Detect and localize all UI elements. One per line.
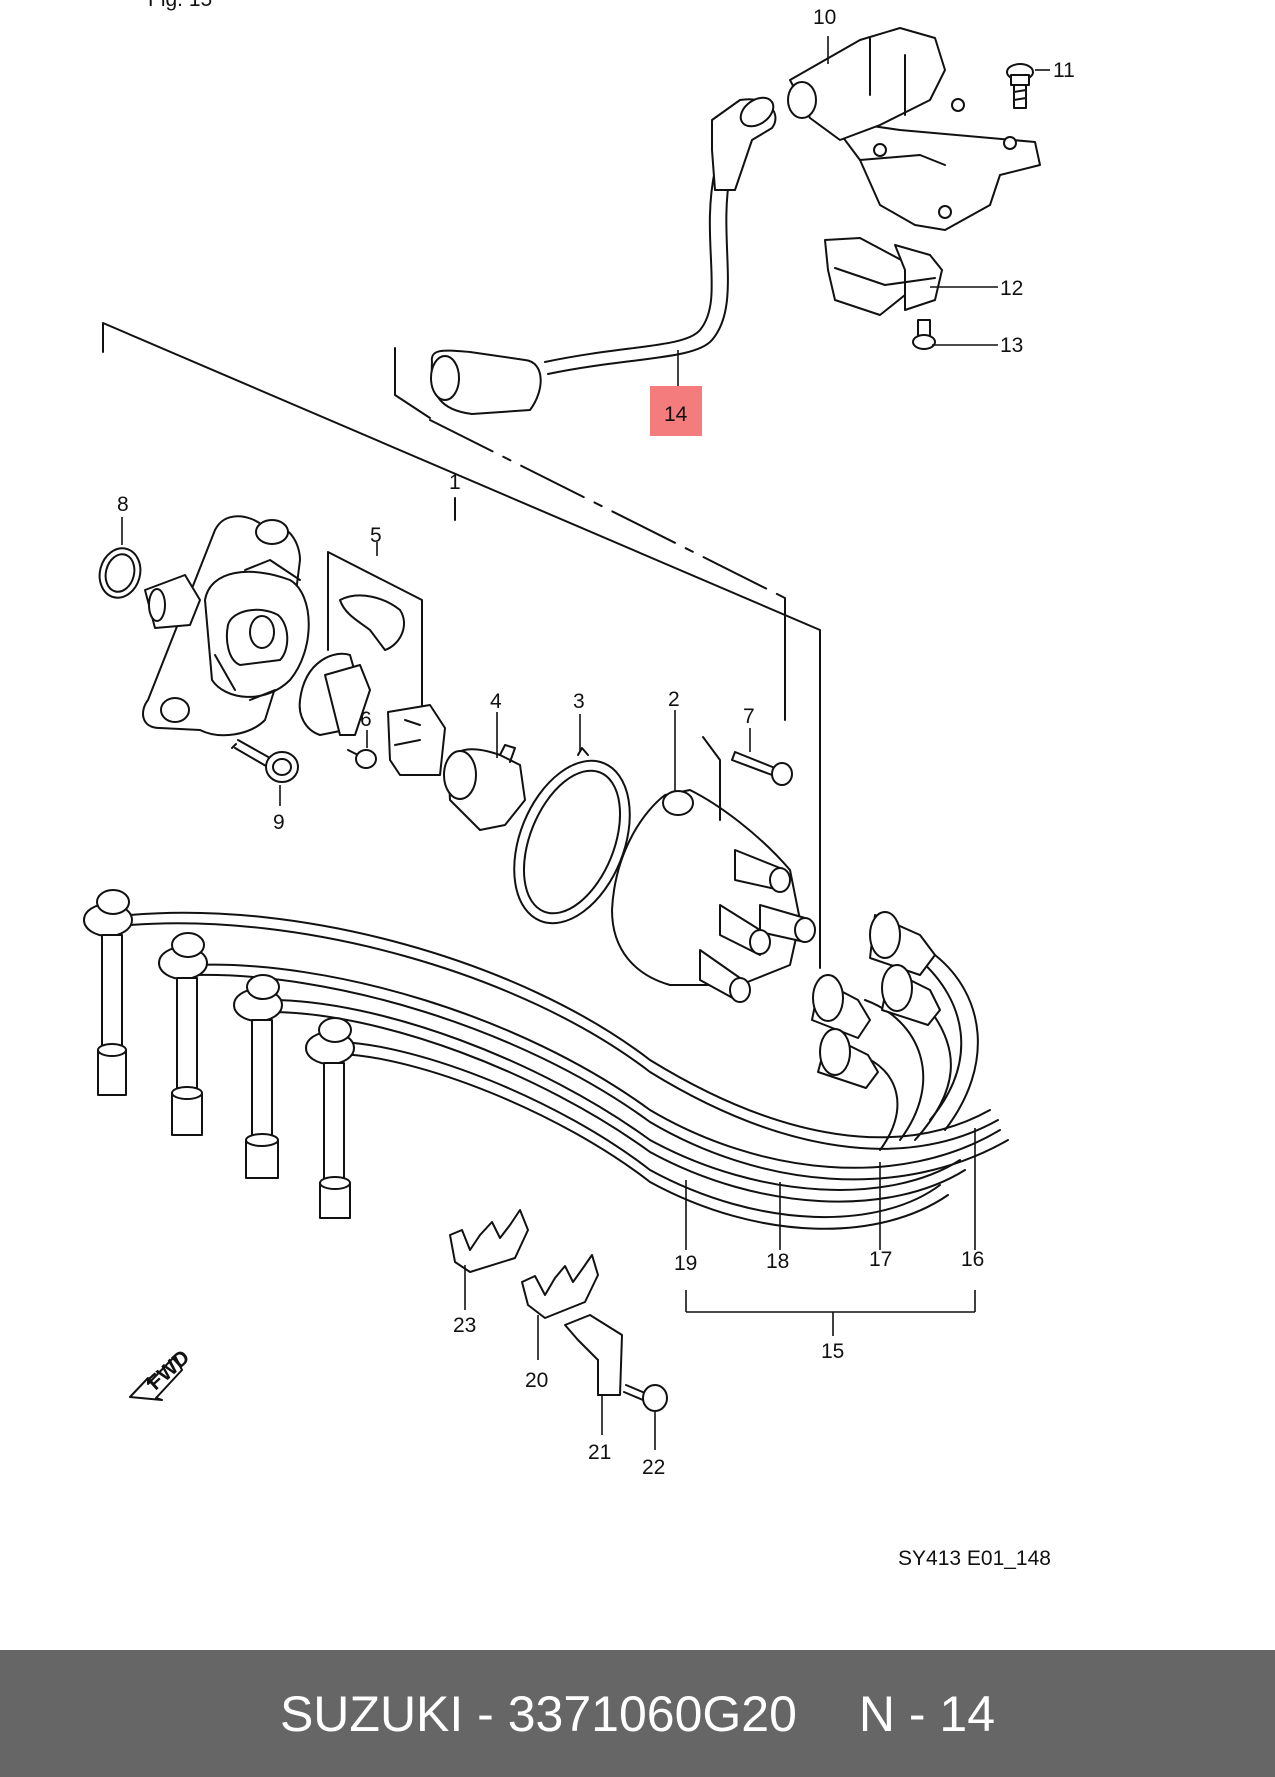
drawing-code: SY413 E01_148 [898,1547,1051,1570]
plug-boot-3 [233,974,283,1179]
callout-23: 23 [453,1314,476,1337]
footer-ref: N - 14 [858,1685,996,1742]
screw-6[interactable] [347,749,377,769]
igniter-module-12[interactable] [824,237,943,316]
screw-13[interactable] [912,319,936,350]
ignition-coil[interactable] [787,27,1041,231]
callout-19: 19 [674,1252,697,1275]
header-partial: Fig. 15 [148,0,212,11]
callout-14: 14 [664,403,688,426]
distributor-cap-2[interactable] [611,789,816,1003]
callout-22: 22 [642,1456,665,1479]
distributor-housing[interactable] [142,515,310,737]
coil-lead-14[interactable] [394,92,779,419]
cap-end-boots [811,911,941,1089]
callout-4: 4 [490,690,502,713]
rotor-4[interactable] [443,744,526,831]
callout-9: 9 [273,811,285,834]
bolt-7[interactable] [731,751,793,786]
highlight-14 [650,386,702,436]
footer-bar: SUZUKI - 3371060G20 N - 14 [0,1650,1275,1777]
callout-13: 13 [1000,334,1023,357]
parts-diagram: Fig. 15 [83,0,1075,1570]
callout-3: 3 [573,690,585,713]
clamp-20[interactable] [521,1254,599,1319]
callout-6: 6 [360,708,372,731]
bolt-22[interactable] [623,1384,668,1412]
callout-12: 12 [1000,277,1023,300]
callout-8: 8 [117,493,129,516]
callout-5: 5 [370,524,382,547]
cap-tower [699,849,816,1003]
bracket-dashed [429,419,786,599]
leader-lines [121,36,1050,1450]
footer-brand-part: SUZUKI - 3371060G20 [279,1685,797,1742]
callout-15: 15 [821,1340,844,1363]
callout-21: 21 [588,1441,611,1464]
spark-plug-wire-set[interactable] [129,911,1009,1230]
leader-bracket-7 [702,736,721,821]
fwd-arrow-icon: FWD [129,1346,194,1401]
plug-boot-1 [83,889,133,1096]
callout-10: 10 [813,6,836,29]
callout-16: 16 [961,1248,984,1271]
bracket-21[interactable] [564,1314,623,1396]
callout-7: 7 [743,705,755,728]
callout-1: 1 [449,471,461,494]
callout-17: 17 [869,1248,892,1271]
callout-2: 2 [668,688,680,711]
callout-20: 20 [525,1369,548,1392]
svg-text:FWD: FWD [143,1346,194,1395]
group-bracket [102,322,821,969]
o-ring-8[interactable] [94,544,146,603]
clamp-23[interactable] [449,1209,529,1273]
plug-boot-2 [158,932,208,1136]
plug-boot-4 [305,1017,355,1219]
bolt-9[interactable] [231,739,299,783]
callout-18: 18 [766,1250,789,1273]
signal-generator-5[interactable] [298,551,446,776]
callout-numbers: 10 11 12 13 14 1 8 5 4 3 2 7 6 9 19 18 1… [117,6,1075,1479]
callout-11: 11 [1053,59,1075,82]
bolt-11[interactable] [1006,63,1034,109]
